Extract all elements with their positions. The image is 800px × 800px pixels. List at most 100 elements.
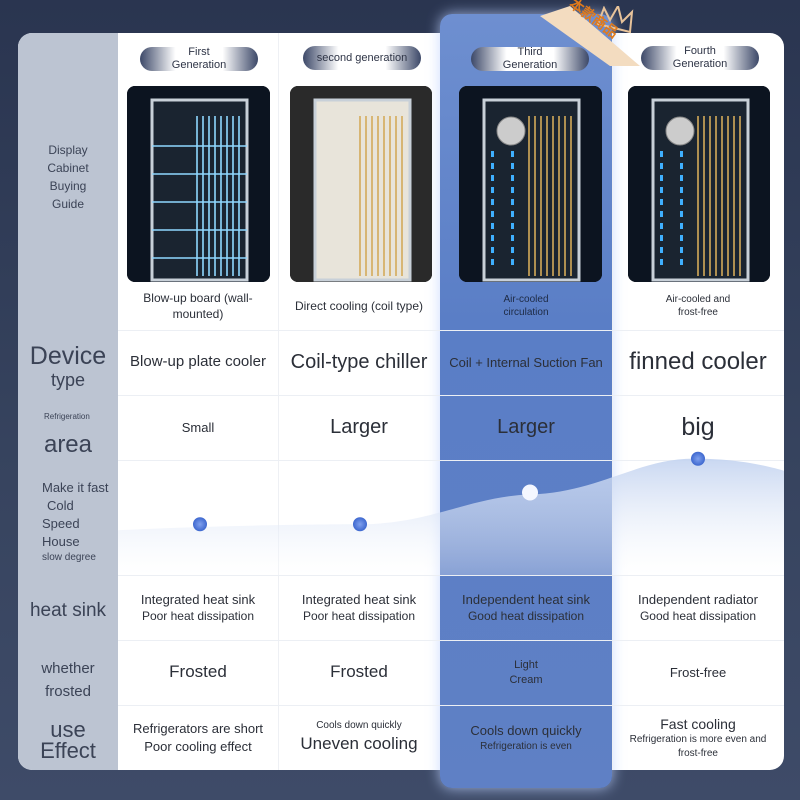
effect-text: Refrigeration is even bbox=[480, 740, 572, 752]
cell-device_type: Coil-type chiller bbox=[278, 330, 440, 395]
frost-text: Frosted bbox=[169, 662, 227, 682]
area-text: big bbox=[681, 412, 715, 441]
speed-dot bbox=[353, 517, 367, 532]
divider bbox=[118, 575, 784, 576]
effect-text: Uneven cooling bbox=[300, 733, 418, 753]
cell-caption: Blow-up board (wall-mounted) bbox=[118, 282, 278, 330]
cell-area: Larger bbox=[278, 395, 440, 460]
frost-text: Frosted bbox=[330, 662, 388, 682]
caption-text: Blow-up board (wall-mounted) bbox=[143, 290, 253, 321]
divider bbox=[118, 640, 784, 641]
label-line: Effect bbox=[40, 738, 96, 763]
divider bbox=[118, 395, 784, 396]
generation-text: Generation bbox=[171, 59, 227, 71]
cell-area: Small bbox=[118, 395, 278, 460]
cabinet-finned-image bbox=[628, 86, 770, 282]
speed-area bbox=[118, 458, 784, 575]
guide-title-line: Display bbox=[48, 143, 88, 157]
label-line: area bbox=[43, 430, 93, 458]
row-label-effect: use Effect bbox=[18, 719, 118, 763]
device_type-text: finned cooler bbox=[629, 348, 767, 376]
cell-frost: Frosted bbox=[278, 640, 440, 705]
cell-device_type: finned cooler bbox=[612, 330, 784, 395]
divider bbox=[118, 460, 784, 461]
device_type-text: Blow-up plate cooler bbox=[130, 353, 266, 371]
generation-text: Third bbox=[517, 46, 543, 59]
row-label-area: Refrigeration area bbox=[18, 412, 118, 458]
heat_sink-text: Independent heat sink bbox=[462, 591, 590, 607]
effect-text: Cools down quickly bbox=[316, 720, 402, 732]
label-line: Speed bbox=[42, 516, 80, 531]
generation-text: Generation bbox=[502, 59, 558, 71]
divider bbox=[118, 330, 784, 331]
crown-icon bbox=[540, 3, 640, 66]
row-label-frost: whether frosted bbox=[18, 657, 118, 703]
cabinet-coil-image bbox=[290, 86, 432, 282]
cabinet-air-cooled-image bbox=[459, 86, 602, 282]
heat_sink-text: Good heat dissipation bbox=[639, 609, 757, 624]
heat_sink-text: Independent radiator bbox=[638, 591, 758, 607]
effect-text: Cools down quickly bbox=[470, 722, 582, 738]
caption-text: Air-cooled and bbox=[665, 293, 731, 305]
effect-text: Fast cooling bbox=[660, 715, 736, 732]
caption-text: circulation bbox=[503, 307, 549, 318]
label-line: Device bbox=[29, 342, 107, 370]
frost-text: Frost-free bbox=[669, 664, 727, 680]
row-label-speed: Make it fast Cold Speed House slow degre… bbox=[18, 479, 118, 565]
effect-text: Refrigerators are short bbox=[132, 720, 264, 736]
divider bbox=[278, 33, 279, 770]
generation-text: First bbox=[188, 46, 210, 59]
cell-caption: Air-cooled circulation bbox=[440, 282, 612, 330]
effect-text: Poor cooling effect bbox=[144, 738, 252, 754]
badge: 本款商品 bbox=[540, 0, 640, 66]
generation-pill: second generation bbox=[303, 46, 421, 70]
cell-device_type: Coil + Internal Suction Fan bbox=[440, 330, 612, 395]
caption-text: Direct cooling (coil type) bbox=[294, 298, 424, 313]
heat_sink-text: Poor heat dissipation bbox=[302, 609, 416, 624]
label-line: slow degree bbox=[42, 552, 96, 563]
label-column bbox=[18, 33, 118, 770]
generation-text: second generation bbox=[316, 51, 408, 64]
cell-caption: Air-cooled and frost-free bbox=[612, 282, 784, 330]
caption-text: Air-cooled bbox=[503, 293, 549, 305]
label-line: Cold bbox=[47, 498, 74, 513]
guide-title-line: Cabinet bbox=[47, 161, 89, 175]
label-line: Refrigeration bbox=[44, 412, 90, 421]
speed-dot bbox=[522, 484, 538, 501]
label-line: frosted bbox=[45, 683, 91, 700]
effect-text: Refrigeration is more even and bbox=[629, 734, 767, 746]
cell-device_type: Blow-up plate cooler bbox=[118, 330, 278, 395]
frost-text: Cream bbox=[509, 673, 543, 686]
effect-text: frost-free bbox=[677, 747, 718, 759]
speed-dot bbox=[193, 517, 207, 532]
area-text: Larger bbox=[330, 416, 388, 438]
device_type-text: Coil + Internal Suction Fan bbox=[449, 354, 603, 370]
guide-title: Display Cabinet Buying Guide bbox=[18, 141, 118, 213]
label-line: House bbox=[42, 534, 80, 549]
cell-caption: Direct cooling (coil type) bbox=[278, 282, 440, 330]
area-text: Small bbox=[181, 419, 215, 435]
heat_sink-text: Poor heat dissipation bbox=[141, 609, 255, 624]
heat_sink-text: Integrated heat sink bbox=[301, 591, 417, 607]
generation-text: Fourth bbox=[684, 45, 716, 58]
heat_sink-text: Integrated heat sink bbox=[140, 591, 256, 607]
frost-text: Light bbox=[514, 658, 538, 671]
label-line: type bbox=[50, 369, 86, 390]
guide-title-line: Buying bbox=[49, 179, 87, 193]
device_type-text: Coil-type chiller bbox=[290, 351, 428, 373]
divider bbox=[612, 33, 613, 770]
area-text: Larger bbox=[497, 416, 555, 438]
caption-text: frost-free bbox=[677, 307, 718, 318]
